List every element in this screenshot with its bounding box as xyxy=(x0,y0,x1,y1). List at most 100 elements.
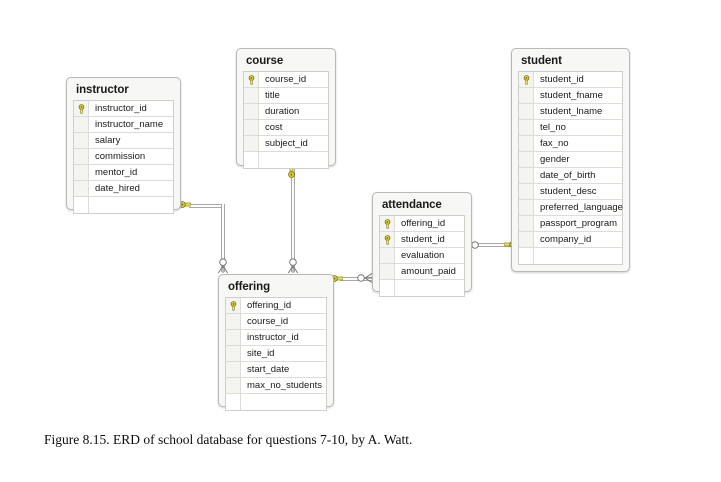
field-row[interactable]: course_id xyxy=(226,314,326,330)
field-row[interactable]: cost xyxy=(244,120,328,136)
field-name: max_no_students xyxy=(247,379,322,391)
field-gutter xyxy=(74,165,89,180)
field-gutter xyxy=(519,136,534,151)
field-row[interactable]: student_desc xyxy=(519,184,622,200)
entity-title-instructor: instructor xyxy=(76,84,129,96)
connector-segment-horizontal xyxy=(340,277,374,281)
field-row[interactable]: date_hired xyxy=(74,181,173,197)
entity-offering[interactable]: offering offering_id course_id instructor_i… xyxy=(218,274,334,411)
field-row-primary-key[interactable]: student_id xyxy=(380,232,464,248)
field-row-primary-key[interactable]: instructor_id xyxy=(74,101,173,117)
field-gutter xyxy=(74,181,89,196)
field-row-empty[interactable] xyxy=(74,197,173,214)
field-name: offering_id xyxy=(401,217,446,229)
field-row[interactable]: evaluation xyxy=(380,248,464,264)
connector-segment-horizontal xyxy=(189,204,225,208)
field-row[interactable]: title xyxy=(244,88,328,104)
field-name: mentor_id xyxy=(95,166,138,178)
field-row-empty[interactable] xyxy=(244,152,328,169)
field-name: amount_paid xyxy=(401,265,456,277)
field-name: start_date xyxy=(247,363,290,375)
primary-key-badge-icon xyxy=(288,166,295,178)
field-row[interactable]: date_of_birth xyxy=(519,168,622,184)
field-gutter xyxy=(519,120,534,135)
field-gutter xyxy=(226,346,241,361)
field-row[interactable]: instructor_name xyxy=(74,117,173,133)
field-name: gender xyxy=(540,153,570,165)
field-gutter xyxy=(226,314,241,329)
field-name: offering_id xyxy=(247,299,292,311)
connector-segment-vertical xyxy=(221,204,225,272)
field-row-primary-key[interactable]: student_id xyxy=(519,72,622,88)
field-name: passport_program xyxy=(540,217,618,229)
field-name: instructor_id xyxy=(95,102,147,114)
field-gutter xyxy=(226,394,241,410)
field-gutter xyxy=(244,152,259,168)
field-name: subject_id xyxy=(265,137,308,149)
field-gutter xyxy=(380,280,395,296)
field-row[interactable]: subject_id xyxy=(244,136,328,152)
field-row-primary-key[interactable]: offering_id xyxy=(226,298,326,314)
field-row[interactable]: student_lname xyxy=(519,104,622,120)
field-row-empty[interactable] xyxy=(226,394,326,411)
field-name: duration xyxy=(265,105,300,117)
field-name: student_lname xyxy=(540,105,603,117)
field-gutter xyxy=(244,120,259,135)
entity-title-offering: offering xyxy=(228,281,270,293)
primary-key-icon xyxy=(74,101,89,116)
field-name: course_id xyxy=(247,315,289,327)
field-name: preferred_language xyxy=(540,201,623,213)
field-name: commission xyxy=(95,150,146,162)
field-row-primary-key[interactable]: offering_id xyxy=(380,216,464,232)
field-row[interactable]: tel_no xyxy=(519,120,622,136)
field-row[interactable]: gender xyxy=(519,152,622,168)
field-row[interactable]: start_date xyxy=(226,362,326,378)
field-name: company_id xyxy=(540,233,592,245)
field-name: student_id xyxy=(401,233,445,245)
field-name: tel_no xyxy=(540,121,566,133)
field-row[interactable]: mentor_id xyxy=(74,165,173,181)
field-gutter xyxy=(519,168,534,183)
entity-title-course: course xyxy=(246,55,284,67)
primary-key-icon xyxy=(380,232,395,247)
crows-foot-many-optional-icon xyxy=(357,272,373,284)
connector-segment-vertical xyxy=(291,168,295,272)
field-gutter xyxy=(519,200,534,215)
field-name: title xyxy=(265,89,280,101)
field-row-primary-key[interactable]: course_id xyxy=(244,72,328,88)
field-row[interactable]: passport_program xyxy=(519,216,622,232)
field-row[interactable]: commission xyxy=(74,149,173,165)
field-row-empty[interactable] xyxy=(380,280,464,297)
field-row[interactable]: amount_paid xyxy=(380,264,464,280)
field-gutter xyxy=(244,88,259,103)
field-row[interactable]: fax_no xyxy=(519,136,622,152)
field-name: date_of_birth xyxy=(540,169,596,181)
primary-key-icon xyxy=(244,72,259,87)
field-row[interactable]: company_id xyxy=(519,232,622,248)
field-name: fax_no xyxy=(540,137,569,149)
field-row[interactable]: student_fname xyxy=(519,88,622,104)
field-gutter xyxy=(244,104,259,119)
crows-foot-many-optional-icon xyxy=(287,258,299,274)
field-gutter xyxy=(519,216,534,231)
field-row[interactable]: salary xyxy=(74,133,173,149)
field-row[interactable]: site_id xyxy=(226,346,326,362)
field-row[interactable]: preferred_language xyxy=(519,200,623,216)
field-row[interactable]: max_no_students xyxy=(226,378,326,394)
field-row[interactable]: duration xyxy=(244,104,328,120)
field-gutter xyxy=(226,378,241,393)
field-name: evaluation xyxy=(401,249,445,261)
connector-segment-horizontal xyxy=(472,243,511,247)
field-grid: offering_id student_id evaluation amount_pa… xyxy=(379,215,465,297)
field-row[interactable]: instructor_id xyxy=(226,330,326,346)
field-gutter xyxy=(74,149,89,164)
field-row-empty[interactable] xyxy=(519,248,622,265)
field-name: student_fname xyxy=(540,89,603,101)
field-gutter xyxy=(226,362,241,377)
